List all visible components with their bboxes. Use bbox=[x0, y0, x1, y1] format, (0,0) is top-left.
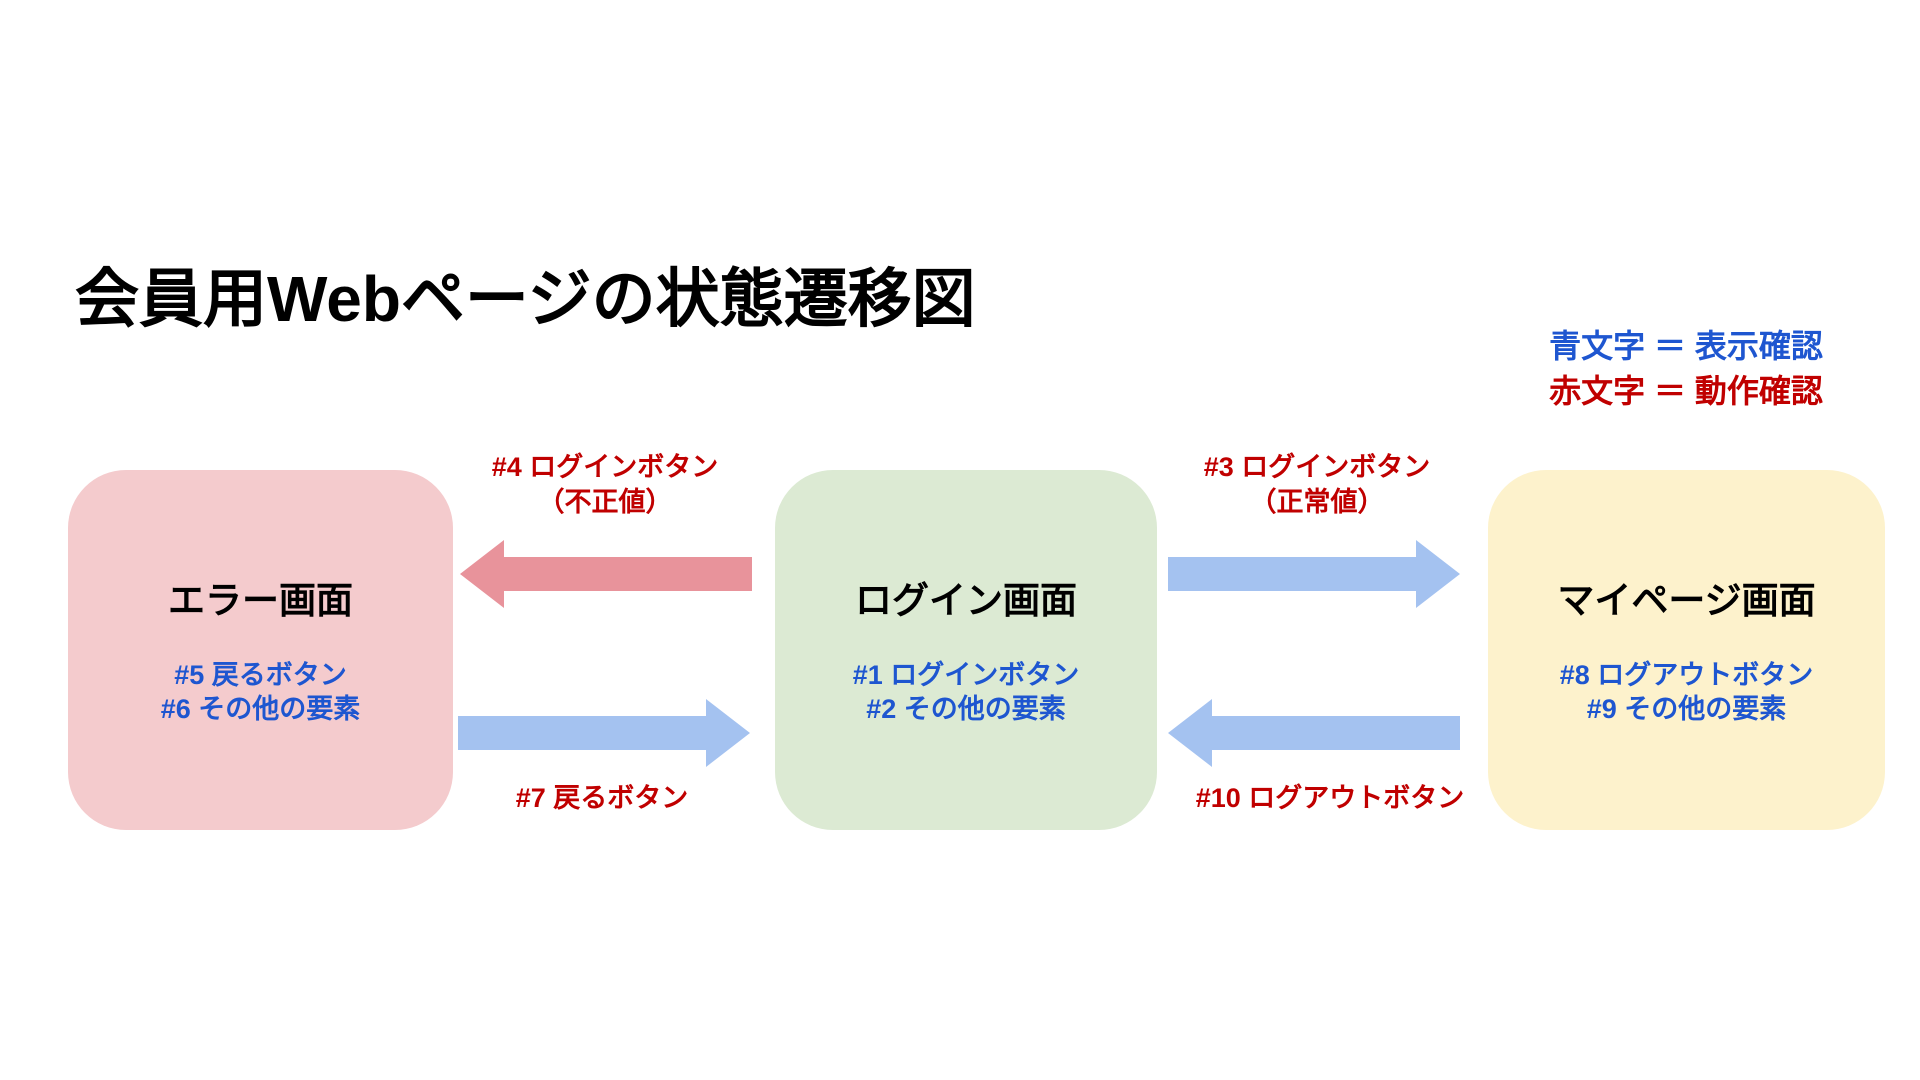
node-error-items: #5 戻るボタン #6 その他の要素 bbox=[68, 658, 453, 726]
node-login-item: #1 ログインボタン bbox=[852, 660, 1080, 690]
node-mypage-item: #9 その他の要素 bbox=[1586, 694, 1787, 724]
arrow-left-icon bbox=[1168, 699, 1460, 767]
legend-blue-entry: 青文字 ＝ 表示確認 bbox=[1549, 328, 1823, 364]
legend: 青文字 ＝ 表示確認 赤文字 ＝ 動作確認 bbox=[1512, 324, 1860, 414]
label-login-to-mypage: #3 ログインボタン （正常値） bbox=[1157, 450, 1477, 520]
label-line: （正常値） bbox=[1249, 487, 1385, 517]
node-login-items: #1 ログインボタン #2 その他の要素 bbox=[775, 658, 1157, 726]
label-login-to-error: #4 ログインボタン （不正値） bbox=[445, 450, 765, 520]
node-error-screen: エラー画面 #5 戻るボタン #6 その他の要素 bbox=[68, 470, 453, 830]
label-line: #10 ログアウトボタン bbox=[1195, 783, 1465, 813]
arrow-right-icon bbox=[1168, 540, 1460, 608]
node-error-item: #6 その他の要素 bbox=[160, 694, 361, 724]
arrow-left-icon bbox=[460, 540, 752, 608]
node-mypage-item: #8 ログアウトボタン bbox=[1559, 660, 1814, 690]
legend-red-entry: 赤文字 ＝ 動作確認 bbox=[1549, 373, 1823, 409]
node-mypage-screen: マイページ画面 #8 ログアウトボタン #9 その他の要素 bbox=[1488, 470, 1885, 830]
label-line: #7 戻るボタン bbox=[515, 783, 689, 813]
label-error-to-login: #7 戻るボタン bbox=[442, 781, 762, 816]
node-mypage-items: #8 ログアウトボタン #9 その他の要素 bbox=[1488, 658, 1885, 726]
node-login-screen: ログイン画面 #1 ログインボタン #2 その他の要素 bbox=[775, 470, 1157, 830]
node-login-item: #2 その他の要素 bbox=[866, 694, 1066, 724]
label-line: #3 ログインボタン bbox=[1203, 452, 1431, 482]
page-title: 会員用Webページの状態遷移図 bbox=[75, 263, 976, 335]
label-line: #4 ログインボタン bbox=[491, 452, 719, 482]
node-mypage-title: マイページ画面 bbox=[1557, 580, 1816, 621]
node-error-item: #5 戻るボタン bbox=[174, 660, 347, 690]
label-line: （不正値） bbox=[537, 487, 673, 517]
label-mypage-to-login: #10 ログアウトボタン bbox=[1170, 781, 1490, 816]
node-login-title: ログイン画面 bbox=[855, 580, 1077, 621]
node-error-title: エラー画面 bbox=[168, 580, 353, 621]
arrow-right-icon bbox=[458, 699, 750, 767]
